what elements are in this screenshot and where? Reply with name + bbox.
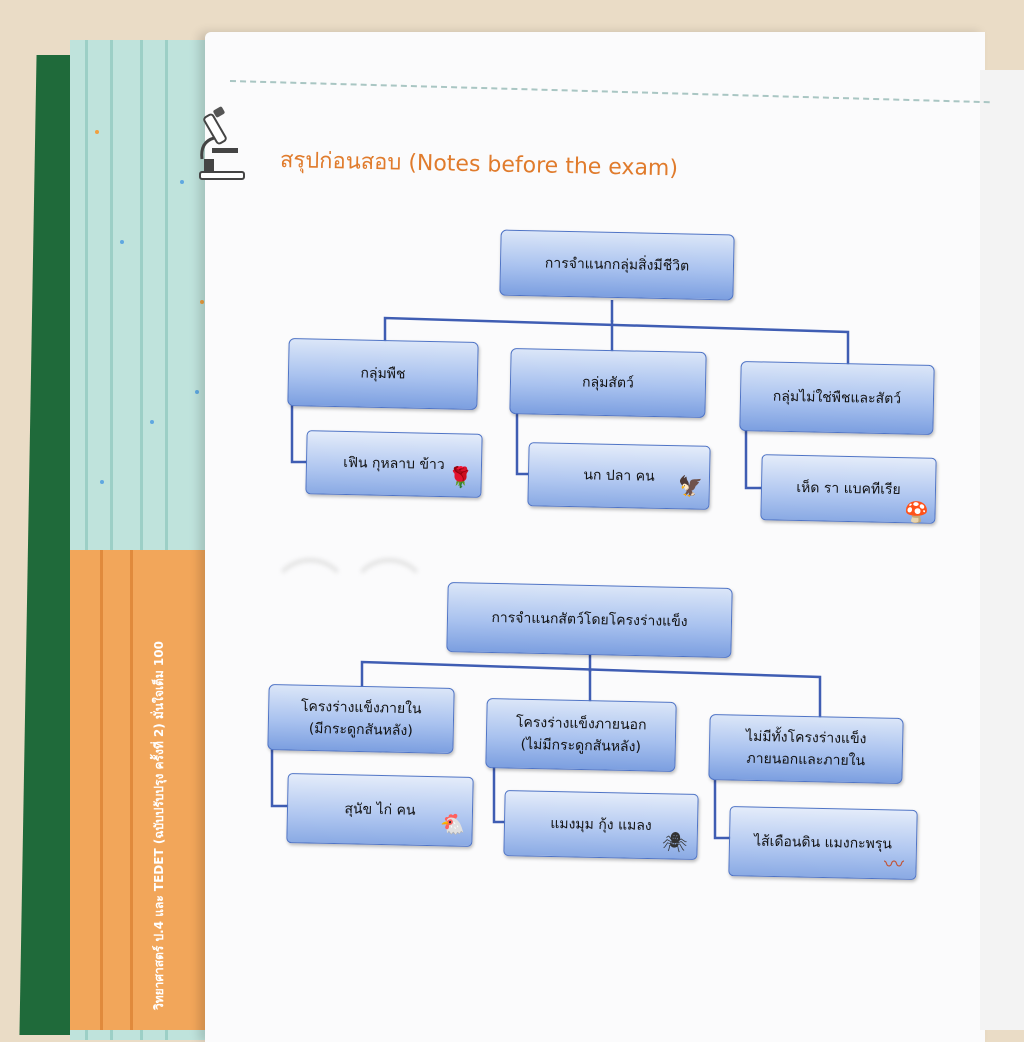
non-plant-animal-examples-text: เห็ด รา แบคทีเรีย [796, 479, 901, 499]
decor-dot [180, 180, 184, 184]
diagram1-root: การจำแนกกลุ่มสิ่งมีชีวิต [499, 229, 735, 301]
facing-page [980, 70, 1024, 1030]
rose-icon: 🌹 [448, 465, 473, 489]
spider-icon: 🕷 [662, 830, 688, 854]
orange-tab-band [70, 550, 220, 1030]
group-plants: กลุ่มพืช [287, 338, 479, 410]
group-endoskeleton: โครงร่างแข็งภายใน (มีกระดูกสันหลัง) [267, 684, 455, 754]
plants-examples-text: เฟิน กุหลาบ ข้าว [343, 454, 445, 474]
group-exoskeleton: โครงร่างแข็งภายนอก (ไม่มีกระดูกสันหลัง) [485, 698, 677, 772]
tab-edge [100, 550, 103, 1030]
page-edge [110, 40, 113, 1040]
page-edge [140, 40, 143, 1040]
page-edge [165, 40, 168, 1040]
exoskeleton-examples-text: แมงมุม กุ้ง แมลง [550, 815, 652, 835]
exoskeleton-line1: โครงร่างแข็งภายนอก [515, 714, 647, 733]
page-edge [85, 40, 88, 1040]
chicken-icon: 🐔 [440, 812, 465, 836]
group-non-plant-animal: กลุ่มไม่ใช่พืชและสัตว์ [739, 360, 935, 436]
animals-examples-text: นก ปลา คน [583, 467, 655, 485]
worm-icon: 〰 [884, 852, 904, 876]
microscope-icon [199, 106, 245, 180]
decor-dot [100, 480, 104, 484]
no-skeleton-line2: ภายนอกและภายใน [746, 750, 866, 770]
decor-dot [195, 390, 199, 394]
mushroom-icon: 🍄 [904, 500, 929, 524]
endoskeleton-examples-text: สุนัข ไก่ คน [344, 801, 416, 819]
decor-dot [150, 420, 154, 424]
show-through-text: ⌒ ⌒ [280, 554, 420, 624]
group-animals: กลุ่มสัตว์ [509, 347, 707, 419]
endoskeleton-line2: (มีกระดูกสันหลัง) [308, 720, 413, 740]
tab-edge [130, 550, 133, 1030]
endoskeleton-line1: โครงร่างแข็งภายใน [300, 698, 422, 717]
diagram2-root: การจำแนกสัตว์โดยโครงร่างแข็ง [446, 582, 733, 658]
group-no-skeleton: ไม่มีทั้งโครงร่างแข็ง ภายนอกและภายใน [708, 713, 904, 785]
decor-dot [95, 130, 99, 134]
decor-dot [120, 240, 124, 244]
exoskeleton-line2: (ไม่มีกระดูกสันหลัง) [520, 736, 642, 756]
decor-dot [200, 300, 204, 304]
no-skeleton-line1: ไม่มีทั้งโครงร่างแข็ง [745, 728, 867, 747]
no-skeleton-examples-text: ไส้เดือนดิน แมงกะพรุน [753, 833, 893, 853]
hawk-icon: 🦅 [678, 474, 703, 498]
